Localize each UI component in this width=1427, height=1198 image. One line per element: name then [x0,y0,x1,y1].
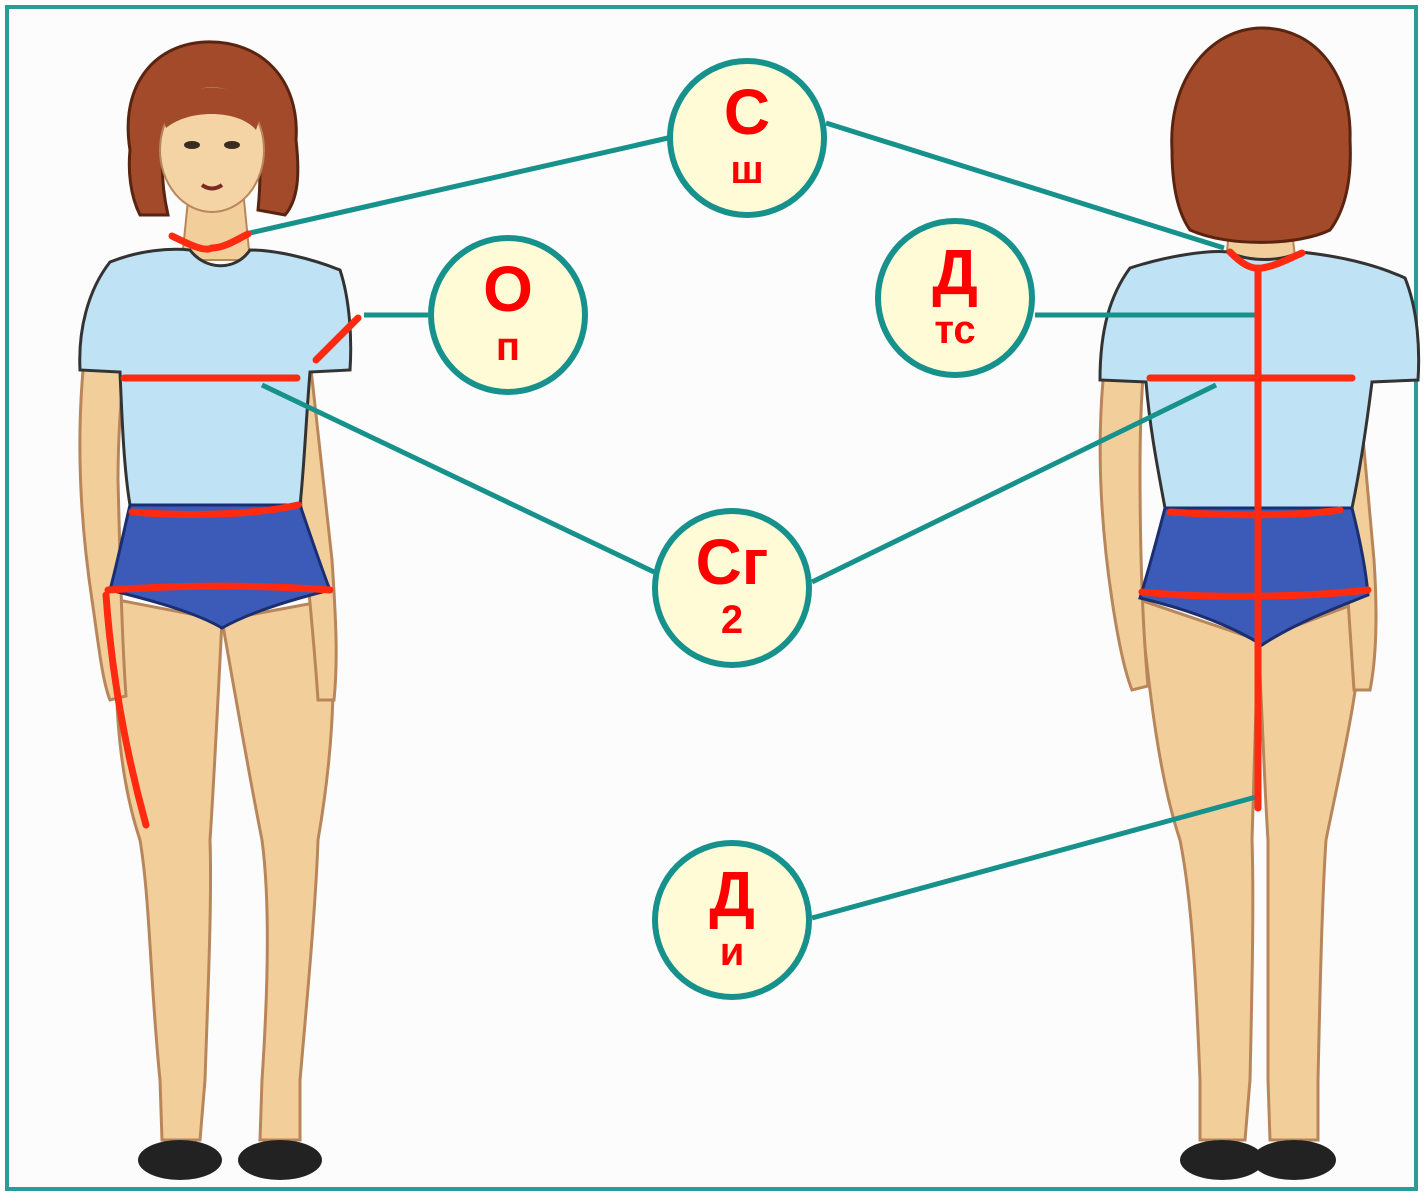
label-sg2-sub: 2 [658,598,806,642]
front-figure [80,42,351,1180]
label-op-sub: п [434,325,582,369]
label-op: О п [428,235,588,395]
label-sg2: Сг 2 [652,508,812,668]
label-sg2-main: Сг [658,526,806,598]
label-ssh-sub: ш [673,148,821,192]
front-hip-measure [108,586,330,590]
label-ssh-main: С [673,76,821,148]
label-di-main: Д [658,858,806,930]
label-op-main: О [434,253,582,325]
label-dts-sub: тс [881,308,1029,352]
connector-ssh-front [250,138,668,233]
label-di-sub: и [658,930,806,974]
label-di: Д и [652,840,812,1000]
label-dts: Д тс [875,218,1035,378]
label-dts-main: Д [881,236,1029,308]
connector-ssh-back [826,123,1224,248]
label-ssh: С ш [667,58,827,218]
